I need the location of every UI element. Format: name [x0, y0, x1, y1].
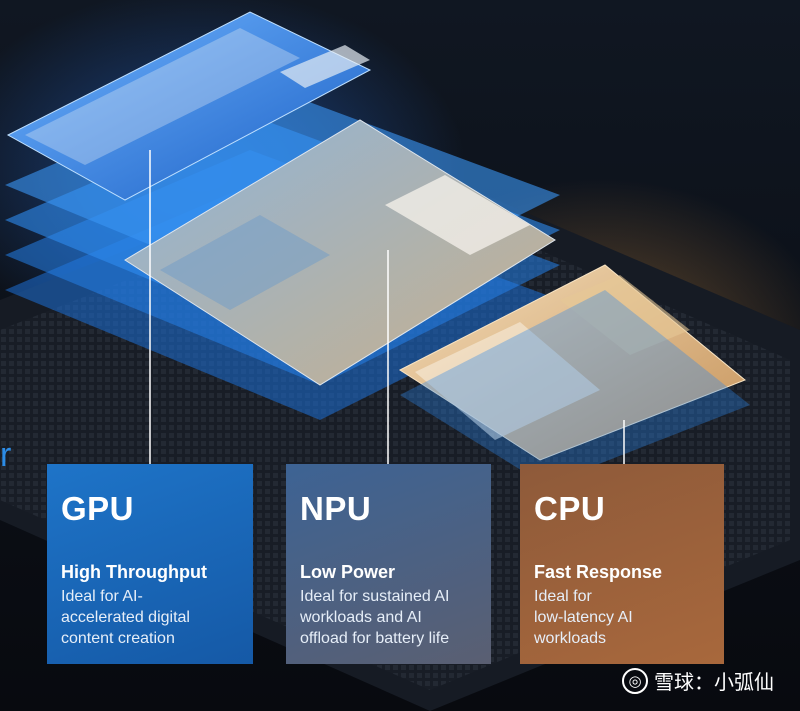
card-title: CPU	[534, 490, 606, 527]
card-description: Ideal for AI- accelerated digital conten…	[61, 586, 239, 649]
card-description: Ideal for low-latency AI workloads	[534, 586, 710, 649]
card-title: NPU	[300, 490, 372, 527]
card-title: GPU	[61, 490, 135, 527]
card-subtitle: High Throughput	[61, 562, 207, 582]
cpu-card: CPU Fast Response Ideal for low-latency …	[520, 464, 724, 664]
description-line: Ideal for AI-	[61, 588, 143, 605]
gpu-card: GPU High Throughput Ideal for AI- accele…	[47, 464, 253, 664]
card-description: Ideal for sustained AI workloads and AI …	[300, 586, 477, 649]
description-line: low-latency AI	[534, 609, 633, 626]
side-letter: r	[0, 436, 12, 474]
snowball-logo-icon: ◎	[622, 667, 648, 694]
card-subtitle: Fast Response	[534, 562, 663, 582]
description-line: content creation	[61, 630, 175, 647]
description-line: accelerated digital	[61, 609, 190, 626]
description-line: workloads and AI	[300, 609, 422, 626]
description-line: offload for battery life	[300, 630, 450, 647]
description-line: workloads	[534, 630, 607, 647]
npu-card: NPU Low Power Ideal for sustained AI wor…	[286, 464, 491, 664]
description-line: Ideal for sustained AI	[300, 588, 450, 605]
description-line: Ideal for	[534, 588, 592, 605]
card-subtitle: Low Power	[300, 562, 396, 582]
watermark: ◎ 雪球：小弧仙	[622, 666, 774, 695]
watermark-text: 雪球：小弧仙	[654, 670, 774, 694]
